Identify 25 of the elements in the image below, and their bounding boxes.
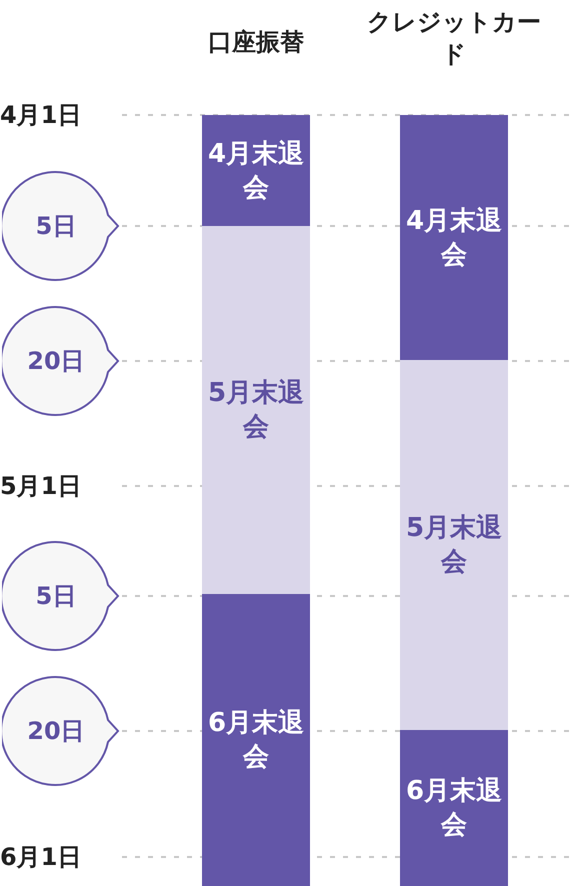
column-heading: 口座振替	[207, 27, 305, 58]
day-text: 20日	[27, 346, 85, 377]
day-text: 5日	[36, 581, 76, 612]
withdrawal-text: 4月末退会	[404, 204, 504, 272]
column-heading: クレジットカード	[366, 7, 542, 70]
period-bar-segment	[202, 226, 310, 594]
withdrawal-text: 5月末退会	[206, 377, 306, 444]
period-bar-segment	[400, 360, 508, 730]
withdrawal-text: 5月末退会	[404, 512, 504, 579]
period-bar-segment	[202, 594, 310, 886]
day-text: 5日	[36, 211, 76, 242]
withdrawal-text: 6月末退会	[404, 775, 504, 842]
withdrawal-text: 6月末退会	[206, 707, 306, 774]
period-bar-segment	[202, 115, 310, 226]
period-bar-segment	[400, 115, 508, 360]
period-bar-segment	[400, 730, 508, 886]
withdrawal-text: 4月末退会	[206, 138, 306, 204]
speech-bubble	[2, 170, 120, 282]
day-text: 20日	[27, 716, 85, 747]
date-label: 5月1日	[0, 471, 82, 502]
date-label: 6月1日	[0, 842, 82, 873]
date-label: 4月1日	[0, 100, 82, 131]
speech-bubble	[2, 540, 120, 652]
speech-bubble	[2, 305, 120, 417]
speech-bubble	[2, 675, 120, 787]
